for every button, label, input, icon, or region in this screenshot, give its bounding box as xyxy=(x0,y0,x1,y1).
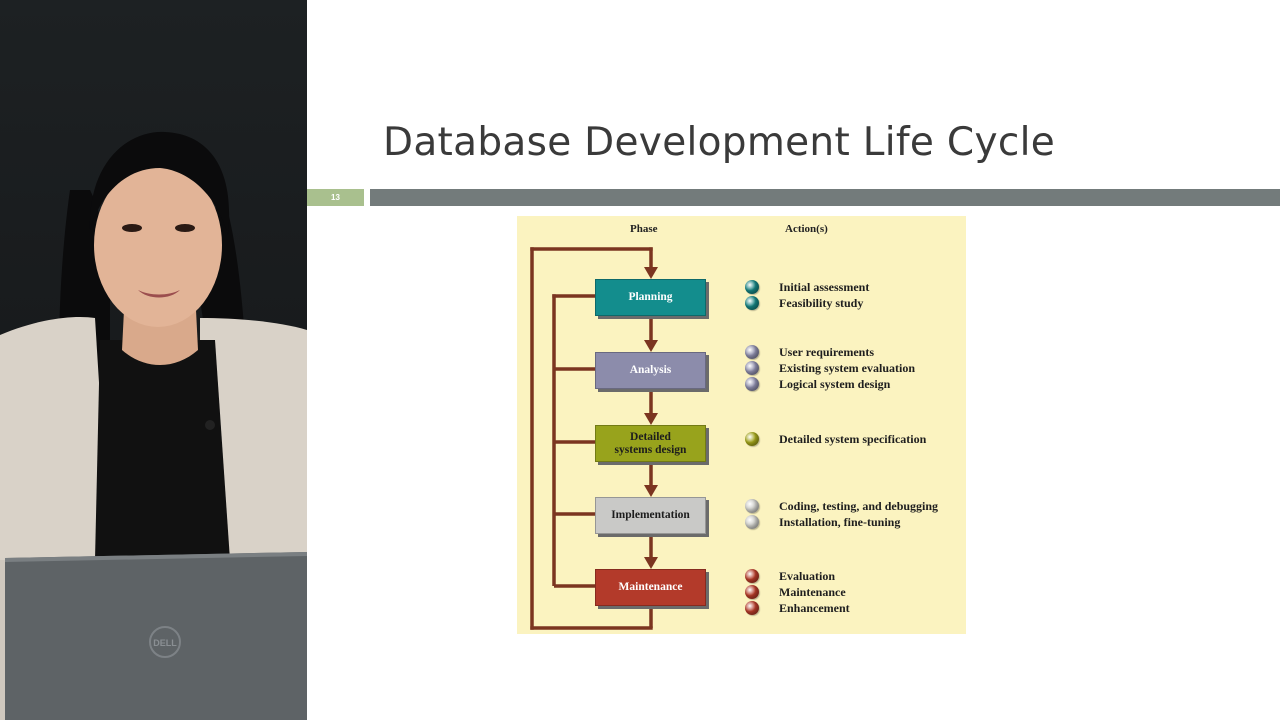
phase-arrowhead xyxy=(644,557,658,569)
phase-column-header: Phase xyxy=(630,223,658,235)
bullet-dot xyxy=(745,432,759,446)
title-rule xyxy=(370,189,1280,206)
slide: Database Development Life Cycle 13 Phase… xyxy=(307,0,1280,720)
flow-arrows xyxy=(517,216,966,634)
bullet-dot xyxy=(745,377,759,391)
action-item: Existing system evaluation xyxy=(745,360,915,376)
action-item: Feasibility study xyxy=(745,295,869,311)
action-item: User requirements xyxy=(745,344,915,360)
phase-box-planning: Planning xyxy=(595,279,706,316)
phase-box-implementation: Implementation xyxy=(595,497,706,534)
phase-arrowhead xyxy=(644,485,658,497)
actions-analysis: User requirements Existing system evalua… xyxy=(745,344,915,392)
phase-box-analysis: Analysis xyxy=(595,352,706,389)
slide-title: Database Development Life Cycle xyxy=(383,120,1055,165)
phase-label: Implementation xyxy=(611,509,690,522)
action-item: Enhancement xyxy=(745,600,850,616)
laptop-logo: DELL xyxy=(153,638,177,648)
phase-label: Planning xyxy=(628,291,672,304)
presenter-illustration: DELL xyxy=(0,0,307,720)
actions-planning: Initial assessment Feasibility study xyxy=(745,279,869,311)
bullet-dot xyxy=(745,280,759,294)
action-item: Evaluation xyxy=(745,568,850,584)
slide-number: 13 xyxy=(307,189,364,206)
action-item: Initial assessment xyxy=(745,279,869,295)
bullet-dot xyxy=(745,585,759,599)
action-item: Coding, testing, and debugging xyxy=(745,498,938,514)
phase-arrowhead xyxy=(644,413,658,425)
bullet-dot xyxy=(745,499,759,513)
phase-label: Maintenance xyxy=(619,581,683,594)
phase-arrowhead xyxy=(644,340,658,352)
bullet-dot xyxy=(745,601,759,615)
phase-box-maintenance: Maintenance xyxy=(595,569,706,606)
action-item: Detailed system specification xyxy=(745,431,926,447)
bullet-dot xyxy=(745,345,759,359)
bullet-dot xyxy=(745,515,759,529)
actions-column-header: Action(s) xyxy=(785,223,828,235)
presenter-video: DELL xyxy=(0,0,307,720)
bullet-dot xyxy=(745,569,759,583)
phase-box-detailed-design: Detailed systems design xyxy=(595,425,706,462)
lifecycle-diagram: Phase Action(s) Planning Analysis Detail… xyxy=(517,216,966,634)
action-item: Installation, fine-tuning xyxy=(745,514,938,530)
actions-detailed-design: Detailed system specification xyxy=(745,431,926,447)
actions-implementation: Coding, testing, and debugging Installat… xyxy=(745,498,938,530)
action-item: Logical system design xyxy=(745,376,915,392)
loop-arrowhead xyxy=(644,267,658,279)
bullet-dot xyxy=(745,296,759,310)
phase-label: Detailed systems design xyxy=(615,431,687,457)
actions-maintenance: Evaluation Maintenance Enhancement xyxy=(745,568,850,616)
bullet-dot xyxy=(745,361,759,375)
action-item: Maintenance xyxy=(745,584,850,600)
phase-label: Analysis xyxy=(630,364,672,377)
